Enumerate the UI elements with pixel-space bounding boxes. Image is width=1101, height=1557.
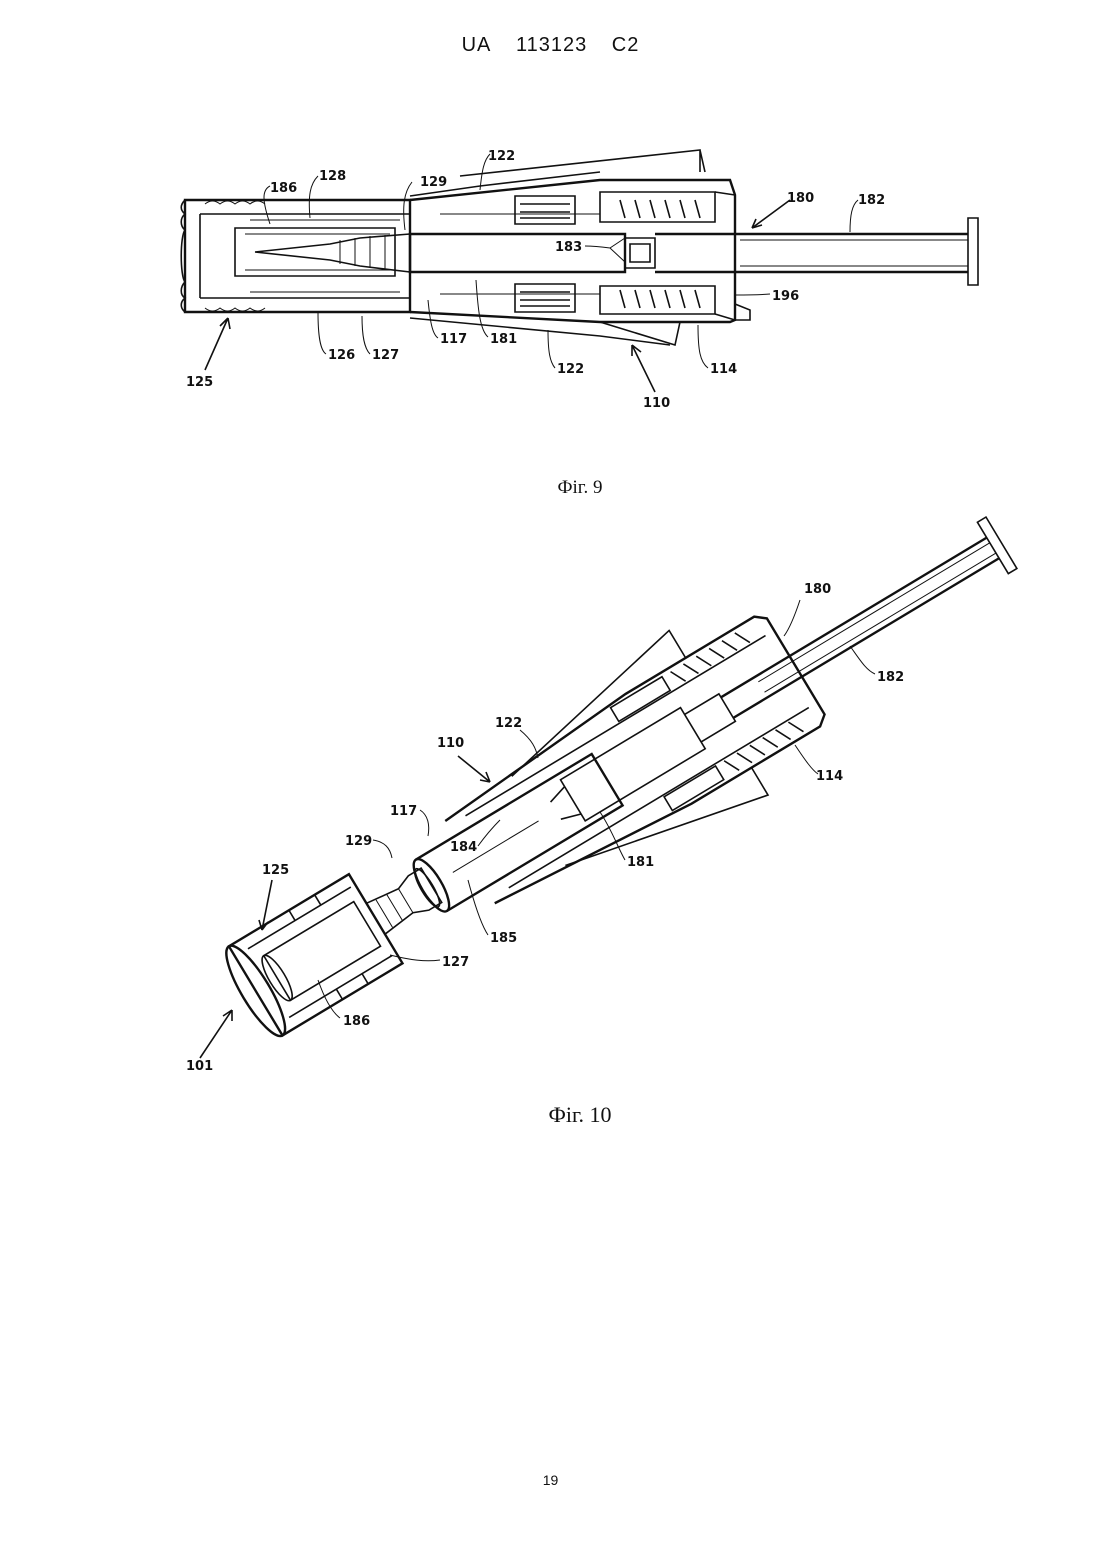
fig10-label-117: 117 (390, 804, 417, 819)
fig9-label-196: 196 (772, 289, 799, 304)
fig10-label-101: 101 (186, 1059, 213, 1074)
fig9-label-180: 180 (787, 191, 814, 206)
fig10-label-110: 110 (437, 736, 464, 751)
fig9-label-129: 129 (420, 175, 447, 190)
fig9-label-186: 186 (270, 181, 297, 196)
fig9-label-181: 181 (490, 332, 517, 347)
fig10-label-127: 127 (442, 955, 469, 970)
fig9-drawing (181, 150, 978, 392)
fig10-label-122: 122 (495, 716, 522, 731)
fig9-label-117: 117 (440, 332, 467, 347)
fig9-label-122b: 122 (557, 362, 584, 377)
fig10-labels: 180 182 122 110 114 117 184 181 129 125 … (186, 582, 904, 1074)
fig9-label-122: 122 (488, 149, 515, 164)
fig10-label-180: 180 (804, 582, 831, 597)
fig9-label-127: 127 (372, 348, 399, 363)
fig10-label-129: 129 (345, 834, 372, 849)
fig10-label-186: 186 (343, 1014, 370, 1029)
fig10-label-125: 125 (262, 863, 289, 878)
fig9-label-183: 183 (555, 240, 582, 255)
fig9-label-128: 128 (319, 169, 346, 184)
fig10-drawing (194, 460, 1051, 1080)
fig10-label-185: 185 (490, 931, 517, 946)
fig10-label-182: 182 (877, 670, 904, 685)
fig9-label-126: 126 (328, 348, 355, 363)
fig9-labels: 122 186 128 129 180 182 183 196 126 127 … (186, 149, 885, 411)
fig10-label-184: 184 (450, 840, 477, 855)
fig10-label-114: 114 (816, 769, 843, 784)
fig10-label-181: 181 (627, 855, 654, 870)
fig9-label-125: 125 (186, 375, 213, 390)
page-number: 19 (0, 1472, 1101, 1488)
fig9-label-110: 110 (643, 396, 670, 411)
fig9-label-182: 182 (858, 193, 885, 208)
fig10-caption: Фіг. 10 (480, 1102, 680, 1128)
fig9-caption: Фіг. 9 (500, 477, 660, 499)
fig9-label-114: 114 (710, 362, 737, 377)
